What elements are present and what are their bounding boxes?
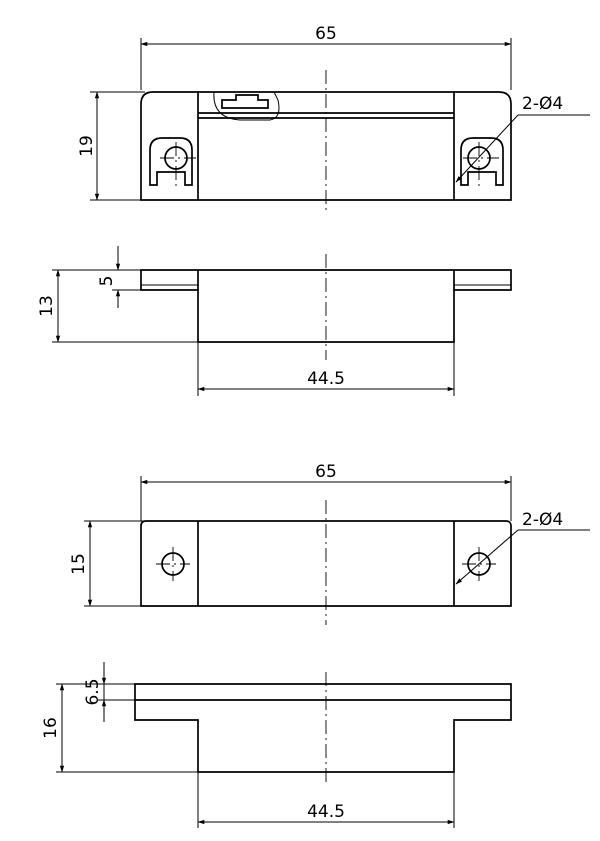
switch-body-outline xyxy=(140,91,512,201)
dim-width-label: 65 xyxy=(315,24,337,44)
dim-height-label: 19 xyxy=(77,135,97,157)
magnet-body-outline xyxy=(140,520,512,607)
dim-depth-label: 5 xyxy=(97,276,117,287)
view-side-magnet: 16 6.5 44.5 xyxy=(41,662,512,828)
dim-base-label: 44.5 xyxy=(307,369,345,389)
view-side-switch: 13 5 44.5 xyxy=(37,246,512,396)
dim-height-label: 15 xyxy=(69,553,89,575)
view-top-magnet: 65 15 2-Ø4 xyxy=(69,462,590,625)
hole-label: 2-Ø4 xyxy=(522,94,563,114)
dim-depth-label: 6.5 xyxy=(83,678,103,705)
dim-height-label: 16 xyxy=(41,717,61,739)
dim-height-label: 13 xyxy=(37,295,57,317)
mounting-slot-right xyxy=(460,137,504,186)
reed-component xyxy=(221,94,269,109)
hole-label: 2-Ø4 xyxy=(522,510,563,530)
dim-width-label: 65 xyxy=(315,462,337,482)
mounting-slot-left xyxy=(149,137,193,186)
magnet-side-outline xyxy=(134,683,512,773)
view-top-switch: 65 19 2-Ø4 xyxy=(77,24,590,212)
dim-base-label: 44.5 xyxy=(307,802,345,822)
